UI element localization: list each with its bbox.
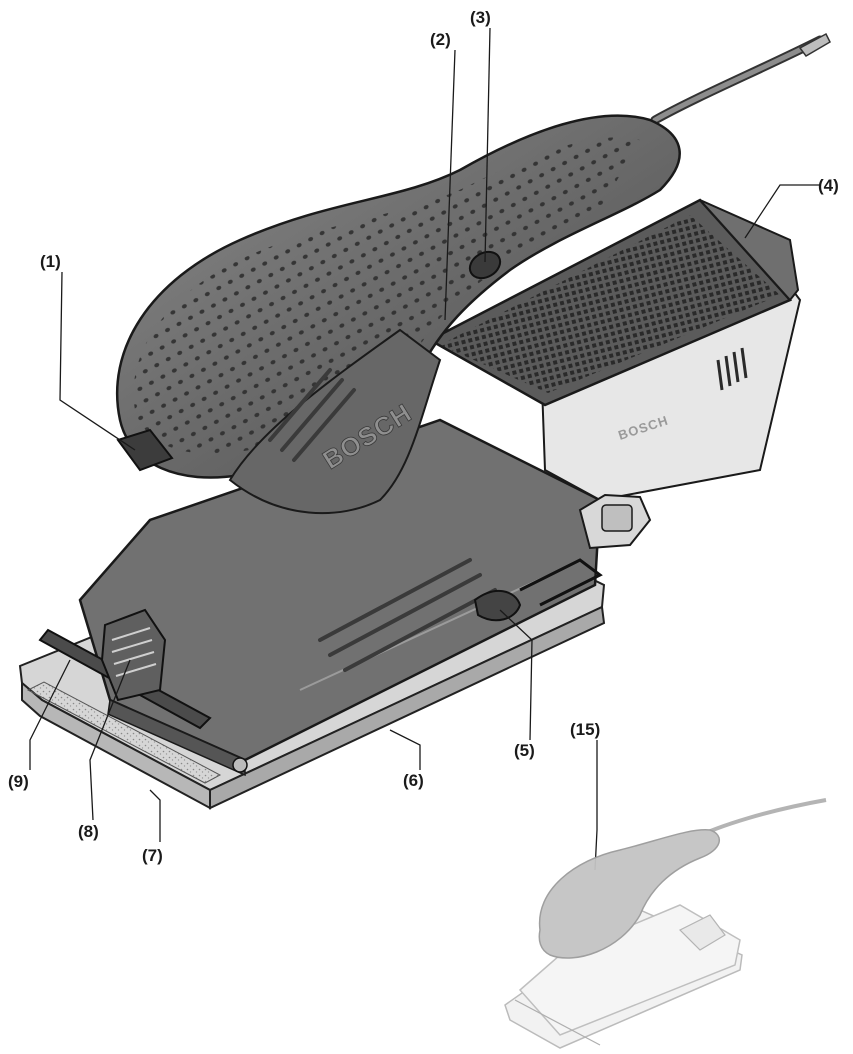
- callout-6-base-plate: (6): [403, 771, 424, 790]
- callout-7-sanding-sheet: (7): [142, 846, 163, 865]
- lock-button: [468, 250, 502, 280]
- callout-4-dust-box: (4): [818, 176, 839, 195]
- callout-3-lock-button: (3): [470, 8, 491, 27]
- callout-15-overview: (15): [570, 720, 601, 739]
- callout-2-handle: (2): [430, 30, 451, 49]
- sanding-sheet: [26, 681, 222, 784]
- rear-clamp-lever: [473, 590, 522, 622]
- leader-lines: [29, 27, 820, 871]
- callout-5-rear-clamp-lever: (5): [514, 741, 535, 760]
- ghost-sander-overview: [504, 798, 827, 1049]
- callout-9-front-clamp-bar: (9): [8, 772, 29, 791]
- on-off-switch: [116, 428, 174, 472]
- callout-8-front-clamp-lever: (8): [78, 822, 99, 841]
- callout-1-on-off-switch: (1): [40, 252, 61, 271]
- front-clamp-lever: [100, 608, 167, 702]
